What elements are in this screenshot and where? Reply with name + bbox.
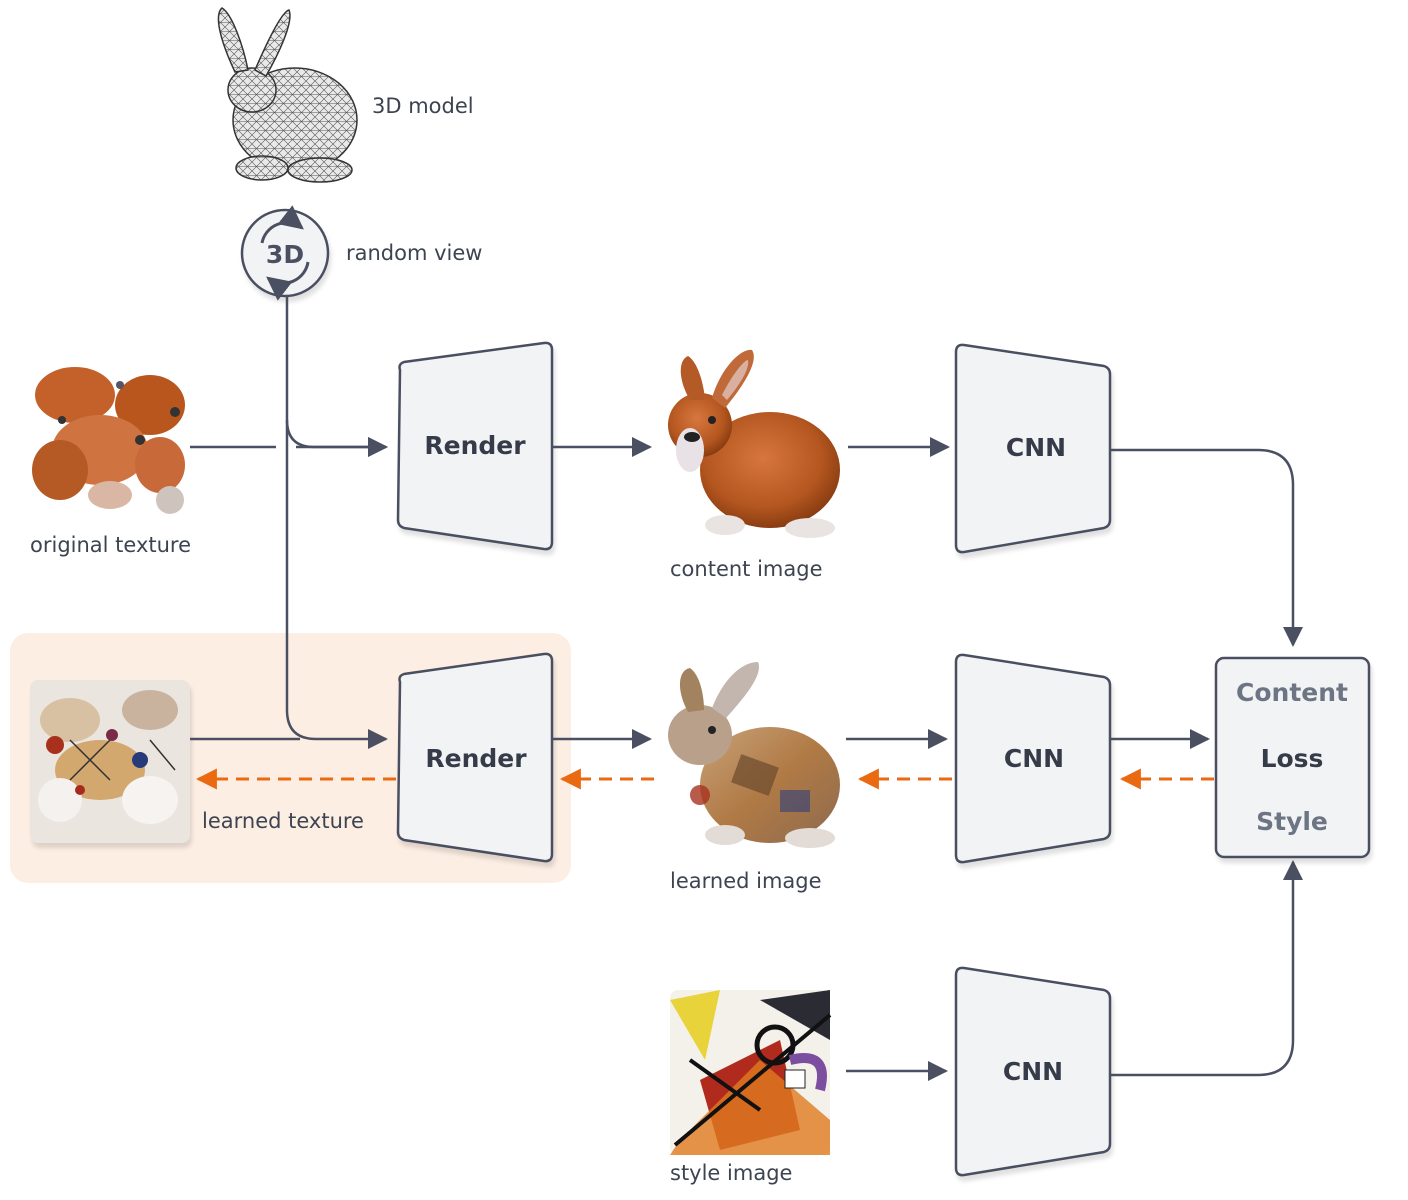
mesh-bunny-image [217, 7, 358, 183]
render-block-bottom: Render [396, 652, 554, 863]
loss-block: Content Loss Style [1214, 656, 1371, 859]
render-bottom-label: Render [425, 744, 527, 773]
original-texture-image [30, 365, 190, 520]
edge-view-to-render-bottom [285, 420, 388, 749]
loss-style-label: Style [1256, 807, 1328, 836]
cnn-block-middle: CNN [954, 653, 1112, 864]
edge-cnn-bottom-to-loss [1110, 860, 1303, 1077]
learned-image-label: learned image [670, 869, 822, 893]
learned-texture-image [30, 680, 190, 843]
cnn-block-bottom: CNN [954, 966, 1112, 1177]
view-badge-text: 3D [266, 240, 304, 269]
loss-title-label: Loss [1261, 744, 1324, 773]
cnn-block-top: CNN [954, 343, 1112, 554]
learned-image-bunny [668, 662, 840, 848]
loss-content-label: Content [1236, 678, 1348, 707]
style-image-label: style image [670, 1161, 792, 1185]
random-view-icon: 3D [240, 205, 330, 301]
model-label: 3D model [372, 94, 474, 118]
learned-texture-label: learned texture [202, 809, 364, 833]
render-top-label: Render [424, 431, 526, 460]
style-image [670, 990, 832, 1155]
edge-cnn-top-to-loss [1110, 448, 1303, 647]
edge-view-to-render-top [285, 296, 388, 457]
render-block-top: Render [396, 341, 554, 551]
cnn-top-label: CNN [1006, 433, 1066, 462]
content-image-label: content image [670, 557, 823, 581]
content-image-bunny [668, 349, 840, 538]
cnn-bottom-label: CNN [1003, 1057, 1063, 1086]
cnn-middle-label: CNN [1004, 744, 1064, 773]
view-label: random view [346, 241, 482, 265]
original-texture-label: original texture [30, 533, 191, 557]
